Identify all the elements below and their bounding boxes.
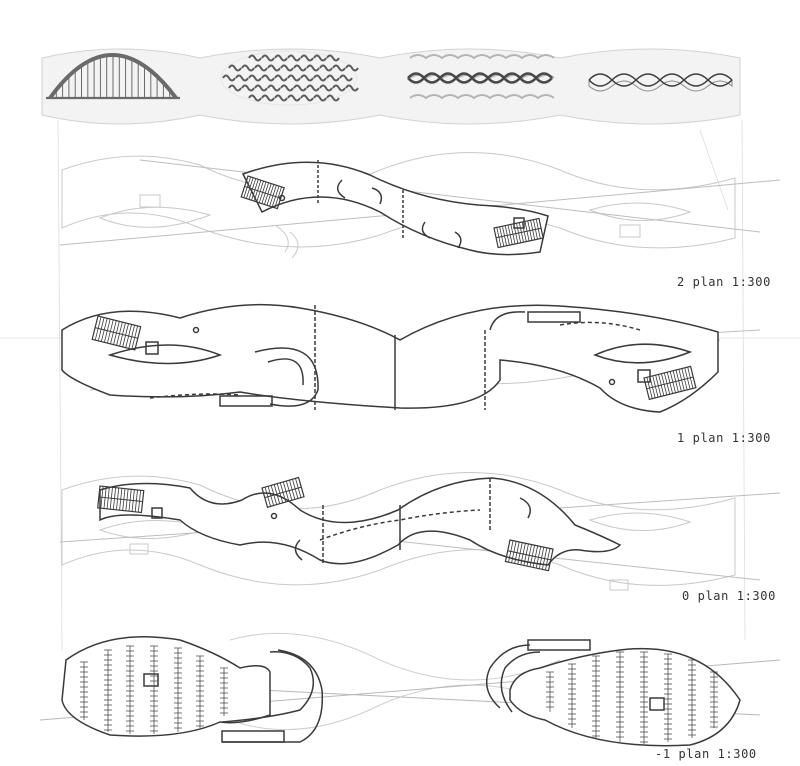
stair-block	[493, 217, 544, 249]
twisted-ribbon-icon	[588, 73, 733, 92]
plan-label-level-2: 2 plan 1:300	[677, 275, 771, 289]
plan-level-1: 1 plan 1:300	[61, 303, 771, 445]
concept-strip	[41, 48, 741, 125]
plan-level-2: 2 plan 1:300	[59, 152, 781, 289]
stair-block	[261, 476, 305, 508]
plan-level-0: 0 plan 1:300	[59, 472, 781, 603]
active-floor	[61, 303, 719, 413]
stair-block	[643, 365, 697, 401]
stair-block	[91, 315, 142, 351]
active-floor	[99, 477, 622, 566]
stair-block	[97, 485, 145, 514]
braid-pattern-icon	[407, 54, 555, 100]
plan-label-level-0: 0 plan 1:300	[682, 589, 776, 603]
parking-bays	[546, 651, 718, 744]
dense-pattern-icon	[220, 50, 359, 106]
plan-level-minus-1: -1 plan 1:300	[39, 632, 781, 761]
parking-bays	[80, 645, 228, 734]
plan-label-level-1: 1 plan 1:300	[677, 431, 771, 445]
stair-block	[504, 539, 554, 572]
stair-block	[240, 175, 285, 210]
active-floor	[241, 160, 549, 256]
active-floor	[61, 636, 741, 747]
arch-truss-icon	[46, 53, 180, 100]
concept-strip-outline	[41, 48, 741, 125]
plan-label-level-minus-1: -1 plan 1:300	[655, 747, 757, 761]
